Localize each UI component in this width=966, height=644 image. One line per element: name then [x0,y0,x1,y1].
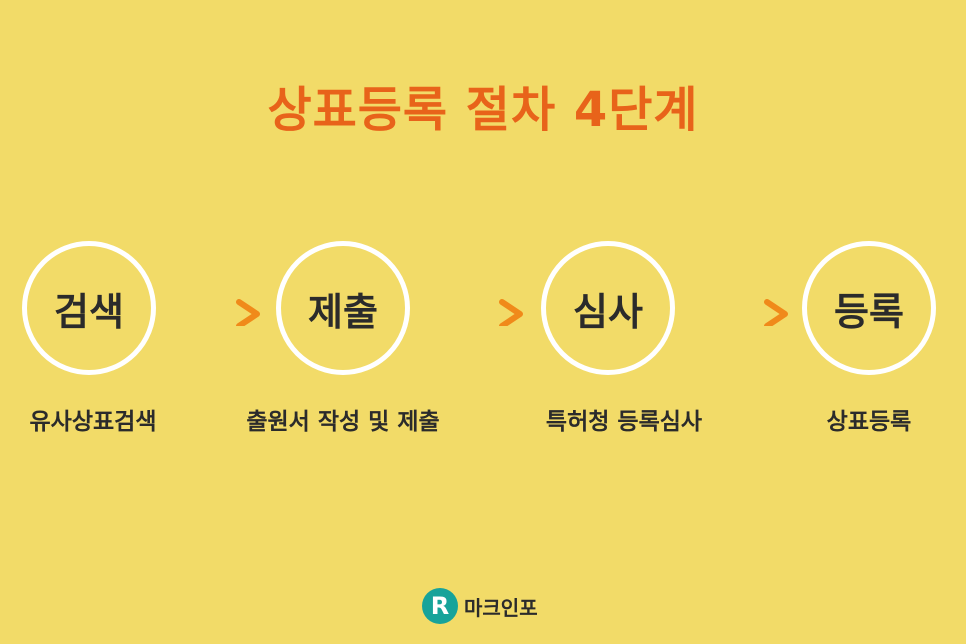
step-circle-submit: 제출 [276,241,410,375]
step-label: 검색 [54,289,124,334]
arrow-right-icon [693,299,788,326]
step-circle-review: 심사 [541,241,675,375]
logo-mark-icon: R [422,588,458,624]
step-caption: 유사상표검색 [29,409,157,435]
arrow-right-icon [428,299,523,326]
page-title: 상표등록 절차 4단계 [267,82,699,138]
step-caption: 특허청 등록심사 [545,409,703,435]
step-label: 심사 [573,289,643,334]
step-caption: 상표등록 [826,409,912,435]
step-label: 제출 [308,289,378,334]
brand-logo: R 마크인포 [422,588,538,624]
step-label: 등록 [834,289,904,334]
arrow-right-icon [165,299,260,326]
step-caption: 출원서 작성 및 제출 [246,409,440,435]
logo-text: 마크인포 [464,595,538,620]
step-circle-register: 등록 [802,241,936,375]
step-circle-search: 검색 [22,241,156,375]
